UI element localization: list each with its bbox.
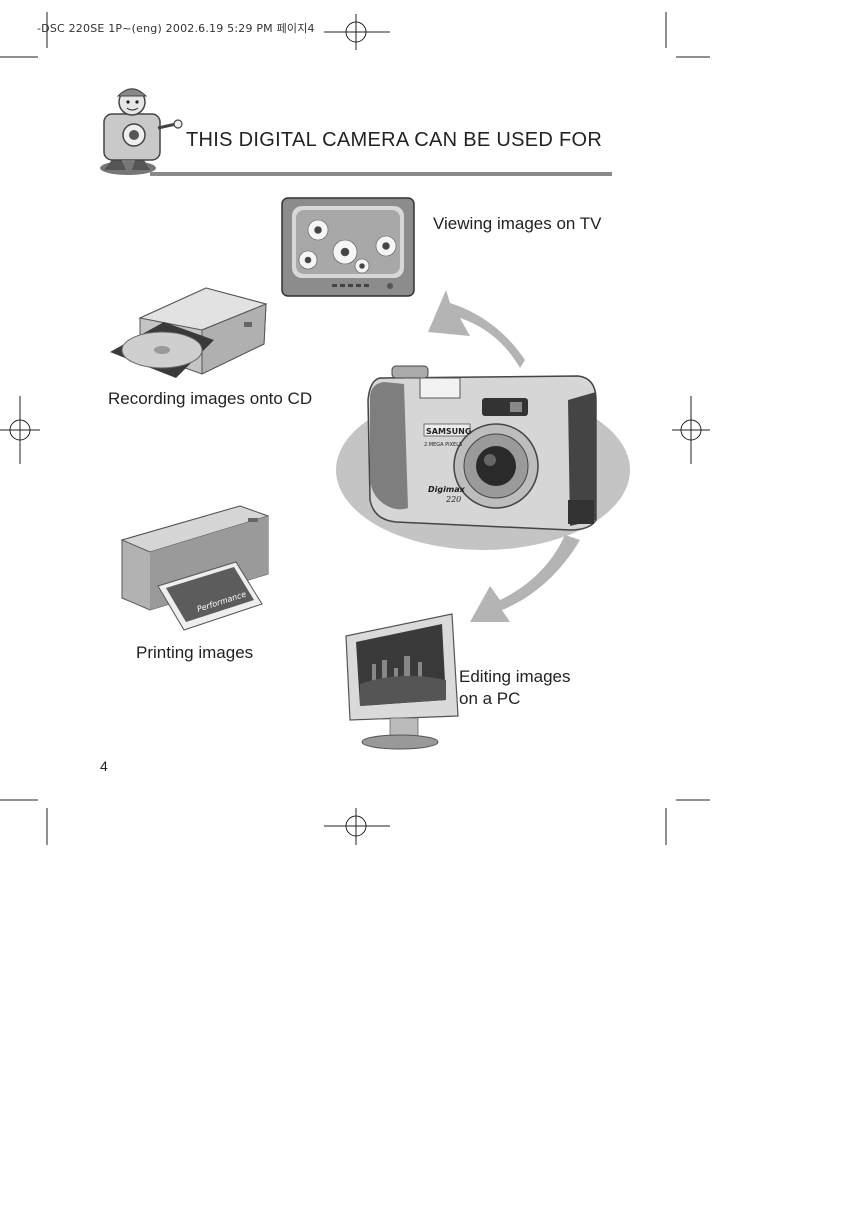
arrow-up-icon [428,290,525,368]
mascot-icon [100,88,183,175]
label-editing-on-pc-line2: on a PC [459,689,521,708]
cd-drive-icon [110,287,268,378]
registration-mark-left [0,396,40,464]
camera-model-text: Digimax [428,485,466,494]
camera-model-number-text: 220 [445,495,461,504]
title-rule [150,172,612,176]
camera-illustration [367,365,597,531]
daisy-flowers [298,219,397,274]
crop-marks [0,12,710,845]
page-number: 4 [100,758,108,774]
label-printing-images: Printing images [136,643,254,662]
label-recording-onto-cd: Recording images onto CD [108,389,313,408]
registration-mark-right [672,396,710,464]
monitor-icon [345,613,459,750]
camera-brand-text: SAMSUNG [426,427,471,436]
tv-icon [281,197,415,297]
printer-icon [120,505,270,631]
registration-mark-top [324,14,390,50]
arrow-down-icon [470,535,580,622]
label-editing-on-pc-line1: Editing images [459,667,571,686]
print-header: -DSC 220SE 1P~(eng) 2002.6.19 5:29 PM 페이… [37,22,315,35]
registration-mark-bottom [324,808,390,845]
camera-pixels-text: 2.MEGA PIXELS [424,442,462,448]
page-title: THIS DIGITAL CAMERA CAN BE USED FOR [186,129,603,151]
label-viewing-on-tv: Viewing images on TV [433,214,602,233]
